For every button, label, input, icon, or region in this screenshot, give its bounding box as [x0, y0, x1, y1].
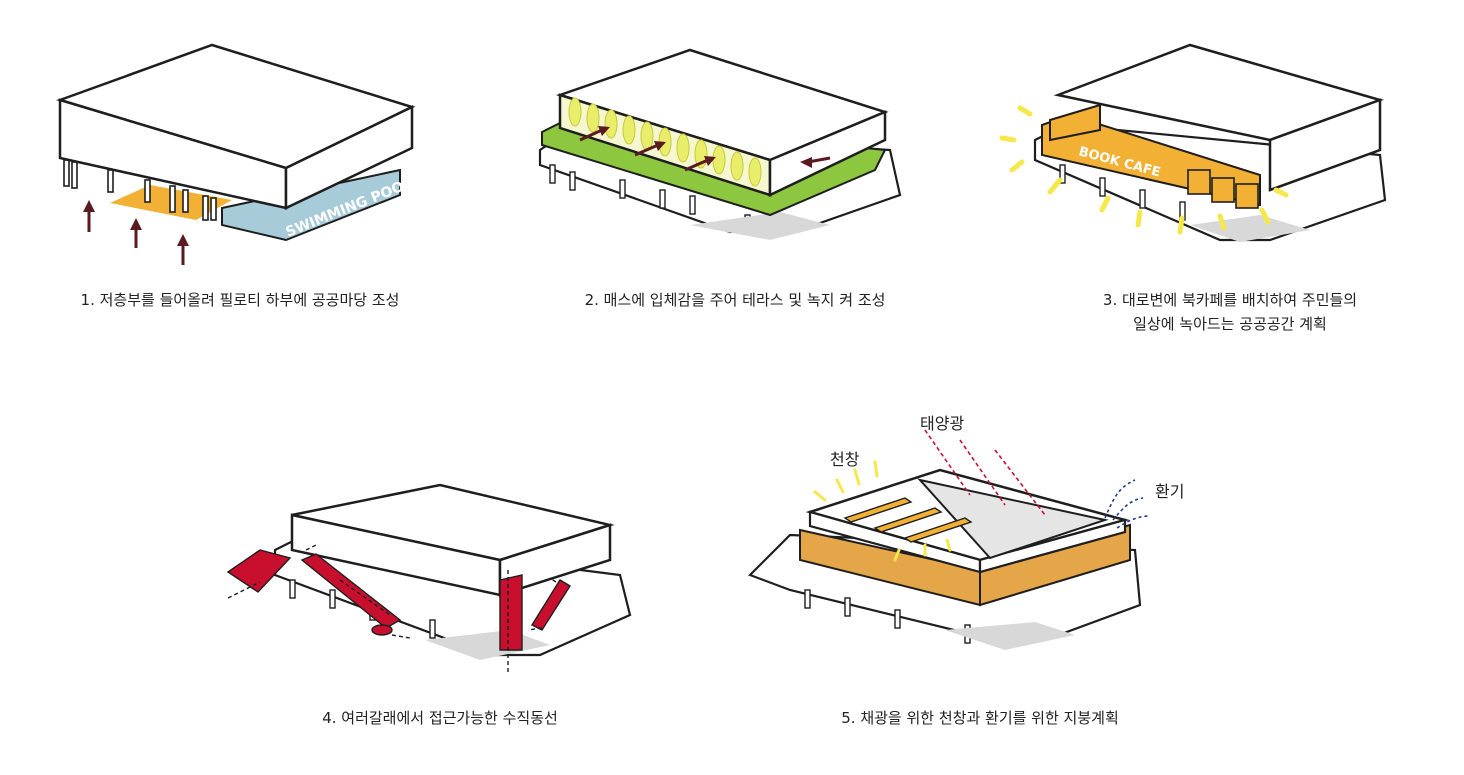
diagram-panel-4 [210, 480, 650, 690]
projection-arrows [579, 126, 831, 172]
pilotis-columns [1059, 164, 1186, 221]
callout-skylight: 천창 [830, 450, 860, 469]
caption-2: 2. 매스에 입체감을 주어 테라스 및 녹지 켜 조성 [584, 291, 886, 309]
caption-4: 4. 여러갈래에서 접근가능한 수직동선 [322, 709, 558, 727]
glass-roof [917, 478, 1109, 560]
cafe-box [1211, 177, 1235, 203]
upper-mass-side [768, 110, 887, 197]
lift-arrows [83, 200, 189, 265]
cafe-box [1187, 169, 1211, 195]
diagram-panel-1: SWIMMING POOL [0, 0, 460, 330]
main-mass-side [284, 105, 414, 210]
skylight-rays [813, 460, 952, 562]
callout-sunlight: 태양광 [920, 414, 965, 433]
building-diagram-3: BOOK CAFE [999, 43, 1387, 242]
building-diagram-5 [748, 429, 1151, 650]
book-cafe-block [1049, 103, 1101, 142]
sunlight-arrows [924, 429, 1046, 516]
roof-side [978, 518, 1127, 574]
caption-5: 5. 채광을 위한 천창과 환기를 위한 지붕계획 [841, 709, 1119, 727]
cafe-box [1235, 183, 1259, 209]
callout-ventilation: 환기 [1155, 482, 1185, 501]
vertical-circulation [226, 549, 571, 651]
diagram-panel-5 [745, 400, 1185, 690]
caption-1: 1. 저층부를 들어올려 필로티 하부에 공공마당 조성 [80, 291, 400, 309]
caption-3-line-2: 일상에 녹아드는 공공공간 계획 [1133, 315, 1327, 333]
diagram-panel-2 [530, 0, 930, 330]
ground-shadow [690, 212, 830, 240]
caption-3-line-1: 3. 대로변에 북카페를 배치하여 주민들의 [1102, 291, 1358, 309]
building-diagram-4 [226, 483, 632, 675]
activity-rays [999, 105, 1289, 235]
ventilation-arrows [1104, 479, 1151, 529]
diagram-panel-3: BOOK CAFE [990, 0, 1410, 330]
ground-shadow [945, 622, 1075, 650]
upper-mass-side [1268, 98, 1382, 192]
access-arrows [227, 543, 557, 675]
building-diagram-2 [538, 48, 902, 240]
pilotis-columns [63, 159, 217, 221]
skylight-strips [843, 497, 973, 543]
swimming-pool-block [221, 168, 401, 242]
building-diagram-1: SWIMMING POOL [56, 43, 416, 265]
